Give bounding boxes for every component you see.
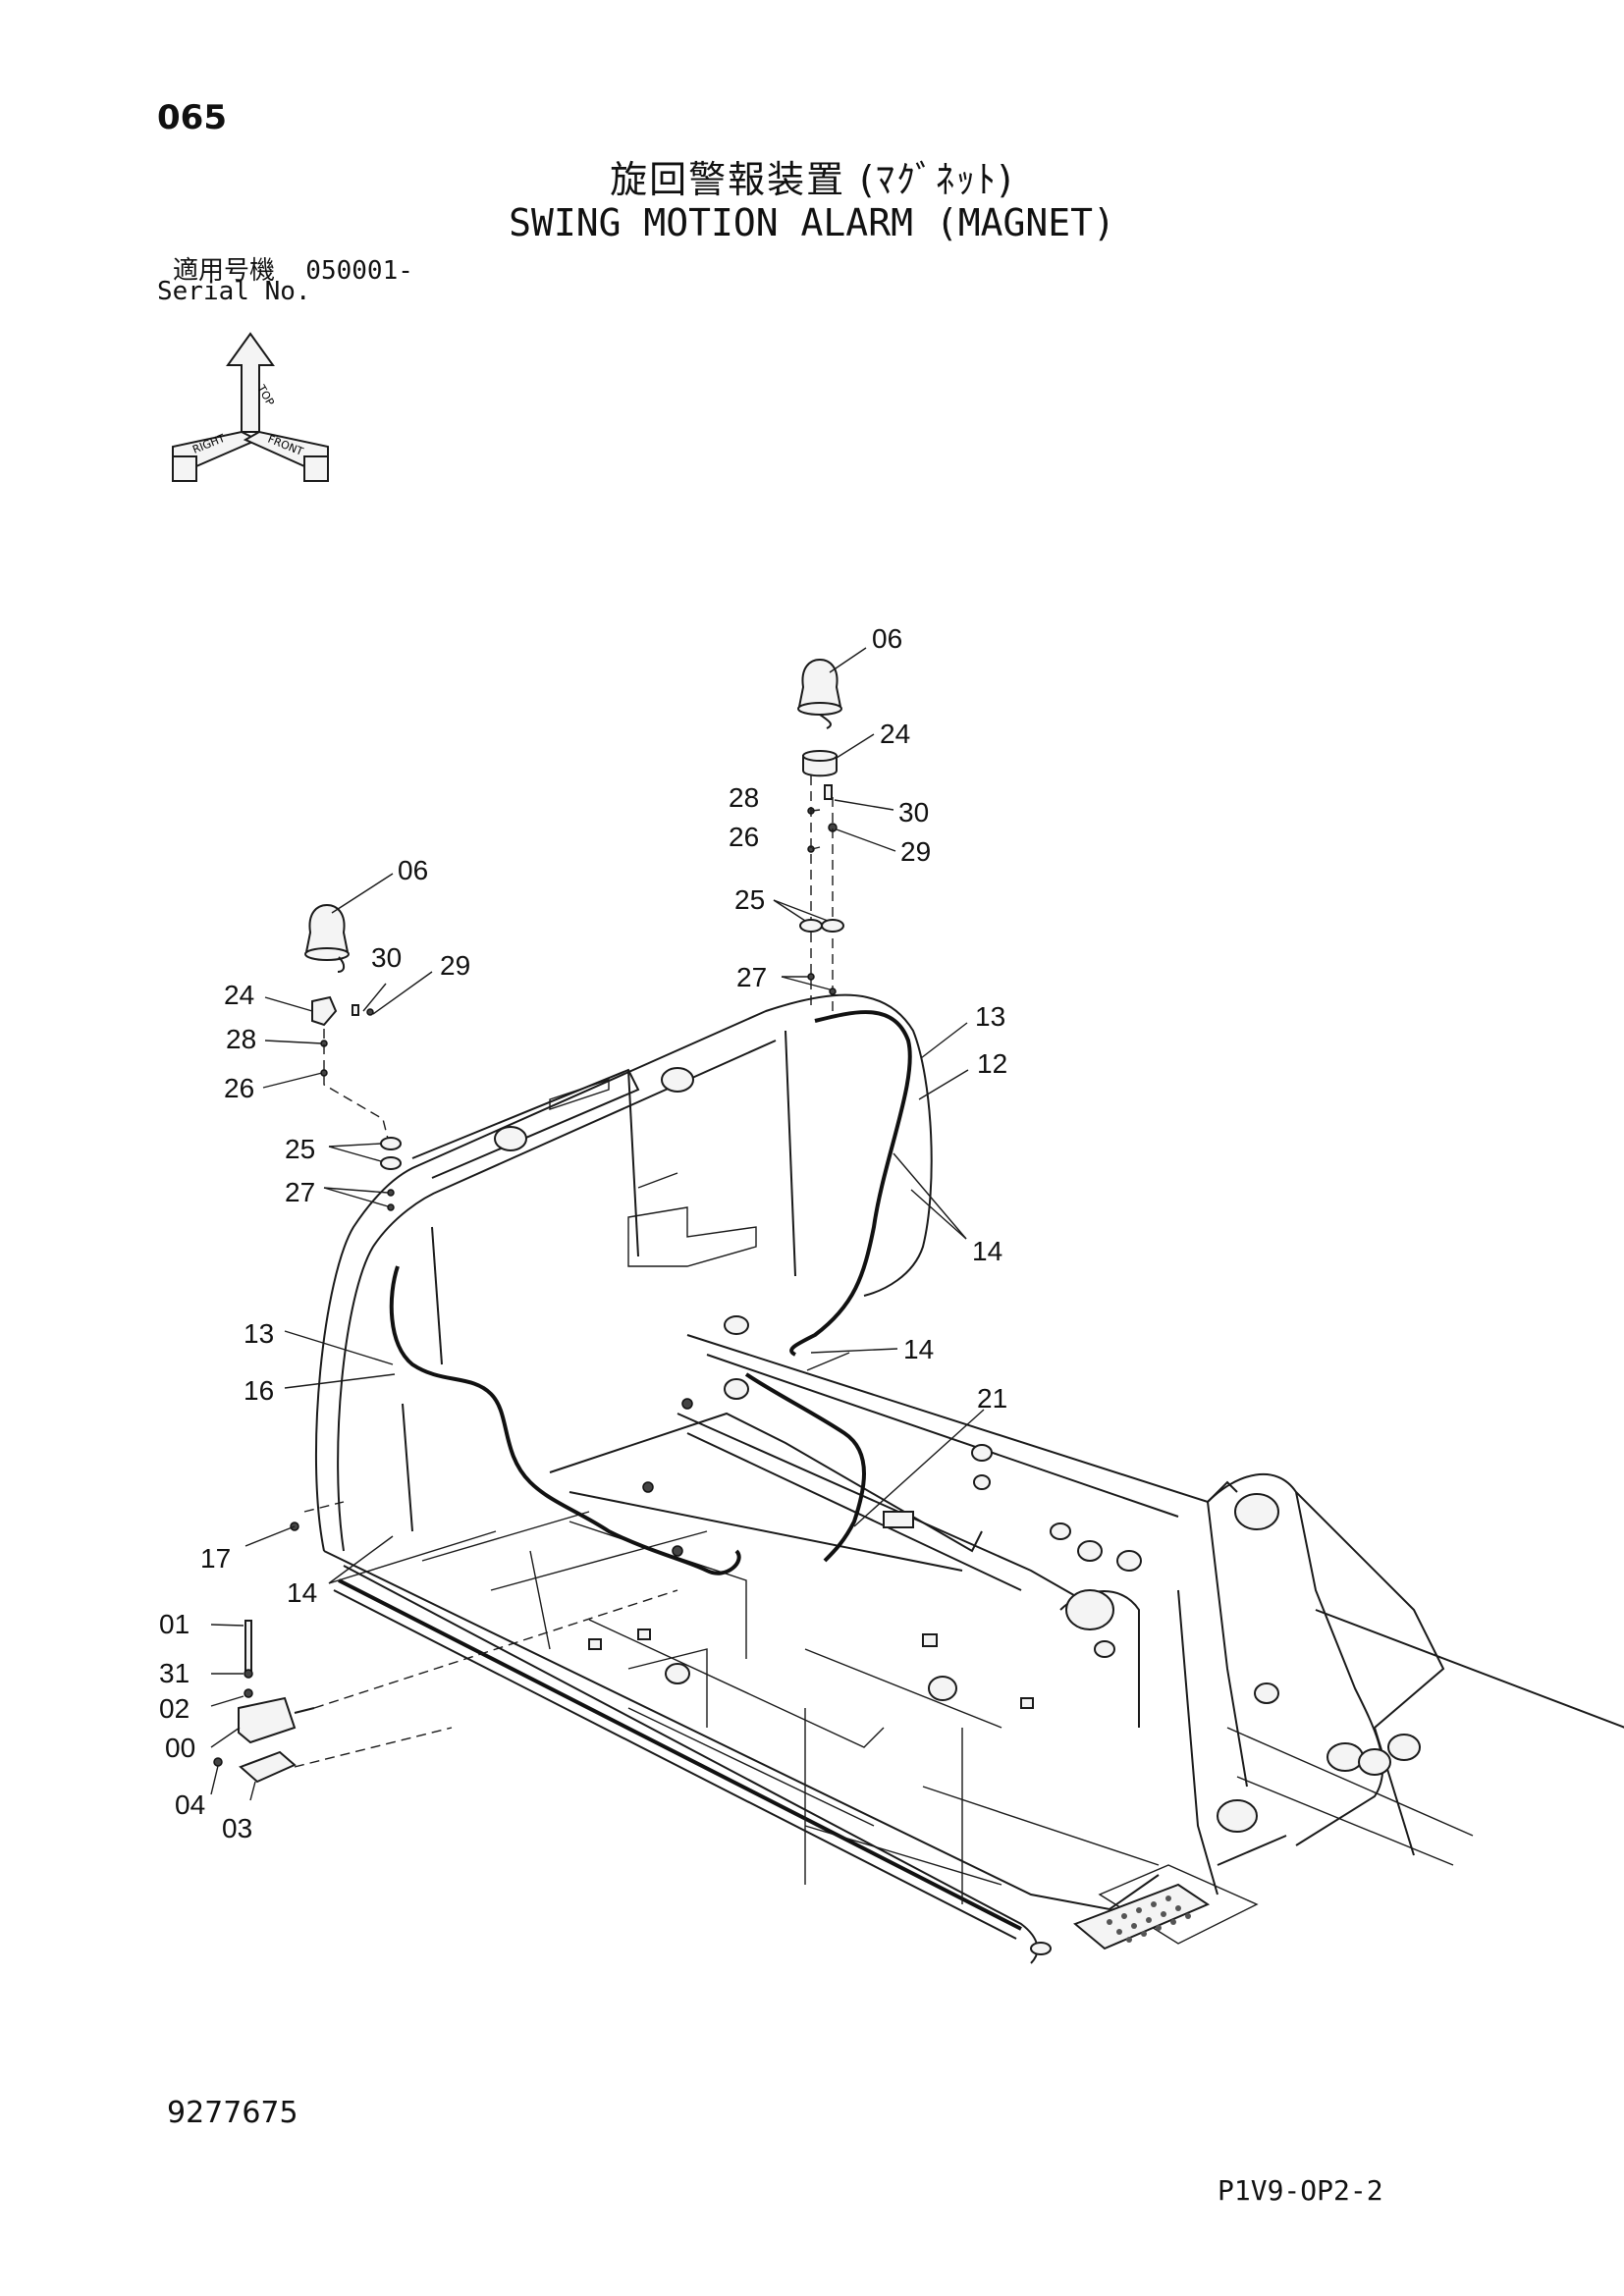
bracket	[883, 1511, 914, 1528]
callout-30-top: 30	[898, 797, 929, 828]
upper-alarm-assembly	[797, 658, 844, 1011]
frame-fittings	[494, 1067, 1421, 1833]
callout-25-top: 25	[734, 884, 765, 915]
callout-28-top: 28	[729, 782, 759, 813]
callout-26-left: 26	[224, 1073, 254, 1103]
callout-25-left: 25	[285, 1134, 315, 1164]
document-number: 9277675	[167, 2096, 298, 2130]
callout-31: 31	[159, 1658, 189, 1688]
controller-box-03	[239, 1750, 297, 1784]
callout-27-top: 27	[736, 962, 767, 992]
right-arrow-base	[172, 455, 197, 482]
callout-17: 17	[200, 1543, 231, 1574]
callout-01: 01	[159, 1609, 189, 1639]
frame-end-hole	[1030, 1942, 1052, 1955]
title-english: SWING MOTION ALARM (MAGNET)	[509, 201, 1115, 244]
orientation-marker: TOP RIGHT FRONT	[172, 332, 329, 482]
page-code: P1V9-OP2-2	[1218, 2174, 1383, 2207]
callout-28-left: 28	[226, 1024, 256, 1054]
top-arrow-icon	[226, 332, 275, 433]
callout-06-top: 06	[872, 623, 902, 654]
callout-26-top: 26	[729, 822, 759, 852]
leader-lines	[210, 647, 985, 1801]
callout-16: 16	[244, 1375, 274, 1406]
title-japanese: 旋回警報装置 (ﾏｸﾞﾈｯﾄ)	[610, 158, 1014, 201]
wiring-harness	[389, 1010, 912, 1575]
callout-03: 03	[222, 1813, 252, 1843]
callout-21: 21	[977, 1383, 1007, 1414]
callout-13-left: 13	[244, 1318, 274, 1349]
serial-label-english: Serial No.	[157, 277, 311, 306]
grommet-25-left-b	[380, 1156, 402, 1170]
callout-14-left: 14	[287, 1577, 317, 1608]
grommet-25-top-a	[799, 919, 823, 933]
callout-30-left: 30	[371, 942, 402, 973]
bracket-24-left	[311, 995, 338, 1027]
callout-29-left: 29	[440, 950, 470, 981]
front-arrow-base	[303, 455, 329, 482]
callout-labels: 06 24 28 30 26 29 25 27 13 12 14 14 21 0…	[159, 623, 1007, 1843]
bolt-01	[244, 1620, 252, 1676]
callout-00: 00	[165, 1733, 195, 1763]
beacon-06-left	[304, 903, 350, 953]
callout-02: 02	[159, 1693, 189, 1724]
frame-outline	[314, 993, 1624, 1964]
left-alarm-assembly	[304, 903, 402, 1211]
grommet-25-left-a	[380, 1137, 402, 1150]
page-number: 065	[157, 98, 227, 137]
callout-29-top: 29	[900, 836, 931, 867]
controller-assembly	[213, 1501, 678, 1784]
callout-14-mid: 14	[903, 1334, 934, 1364]
callout-13-right: 13	[975, 1001, 1005, 1032]
grommet-25-top-b	[821, 919, 844, 933]
callout-04: 04	[175, 1789, 205, 1820]
serial-label-japanese: 適用号機 050001-	[173, 256, 413, 286]
callout-12: 12	[977, 1048, 1007, 1079]
callout-27-left: 27	[285, 1177, 315, 1207]
step-plate	[1073, 1883, 1211, 1950]
callout-24-left: 24	[224, 980, 254, 1010]
callout-24-top: 24	[880, 719, 910, 749]
magnet-sensor-00	[238, 1696, 297, 1744]
beacon-06-top	[797, 658, 842, 708]
callout-14-right: 14	[972, 1236, 1002, 1266]
callout-06-left: 06	[398, 855, 428, 885]
